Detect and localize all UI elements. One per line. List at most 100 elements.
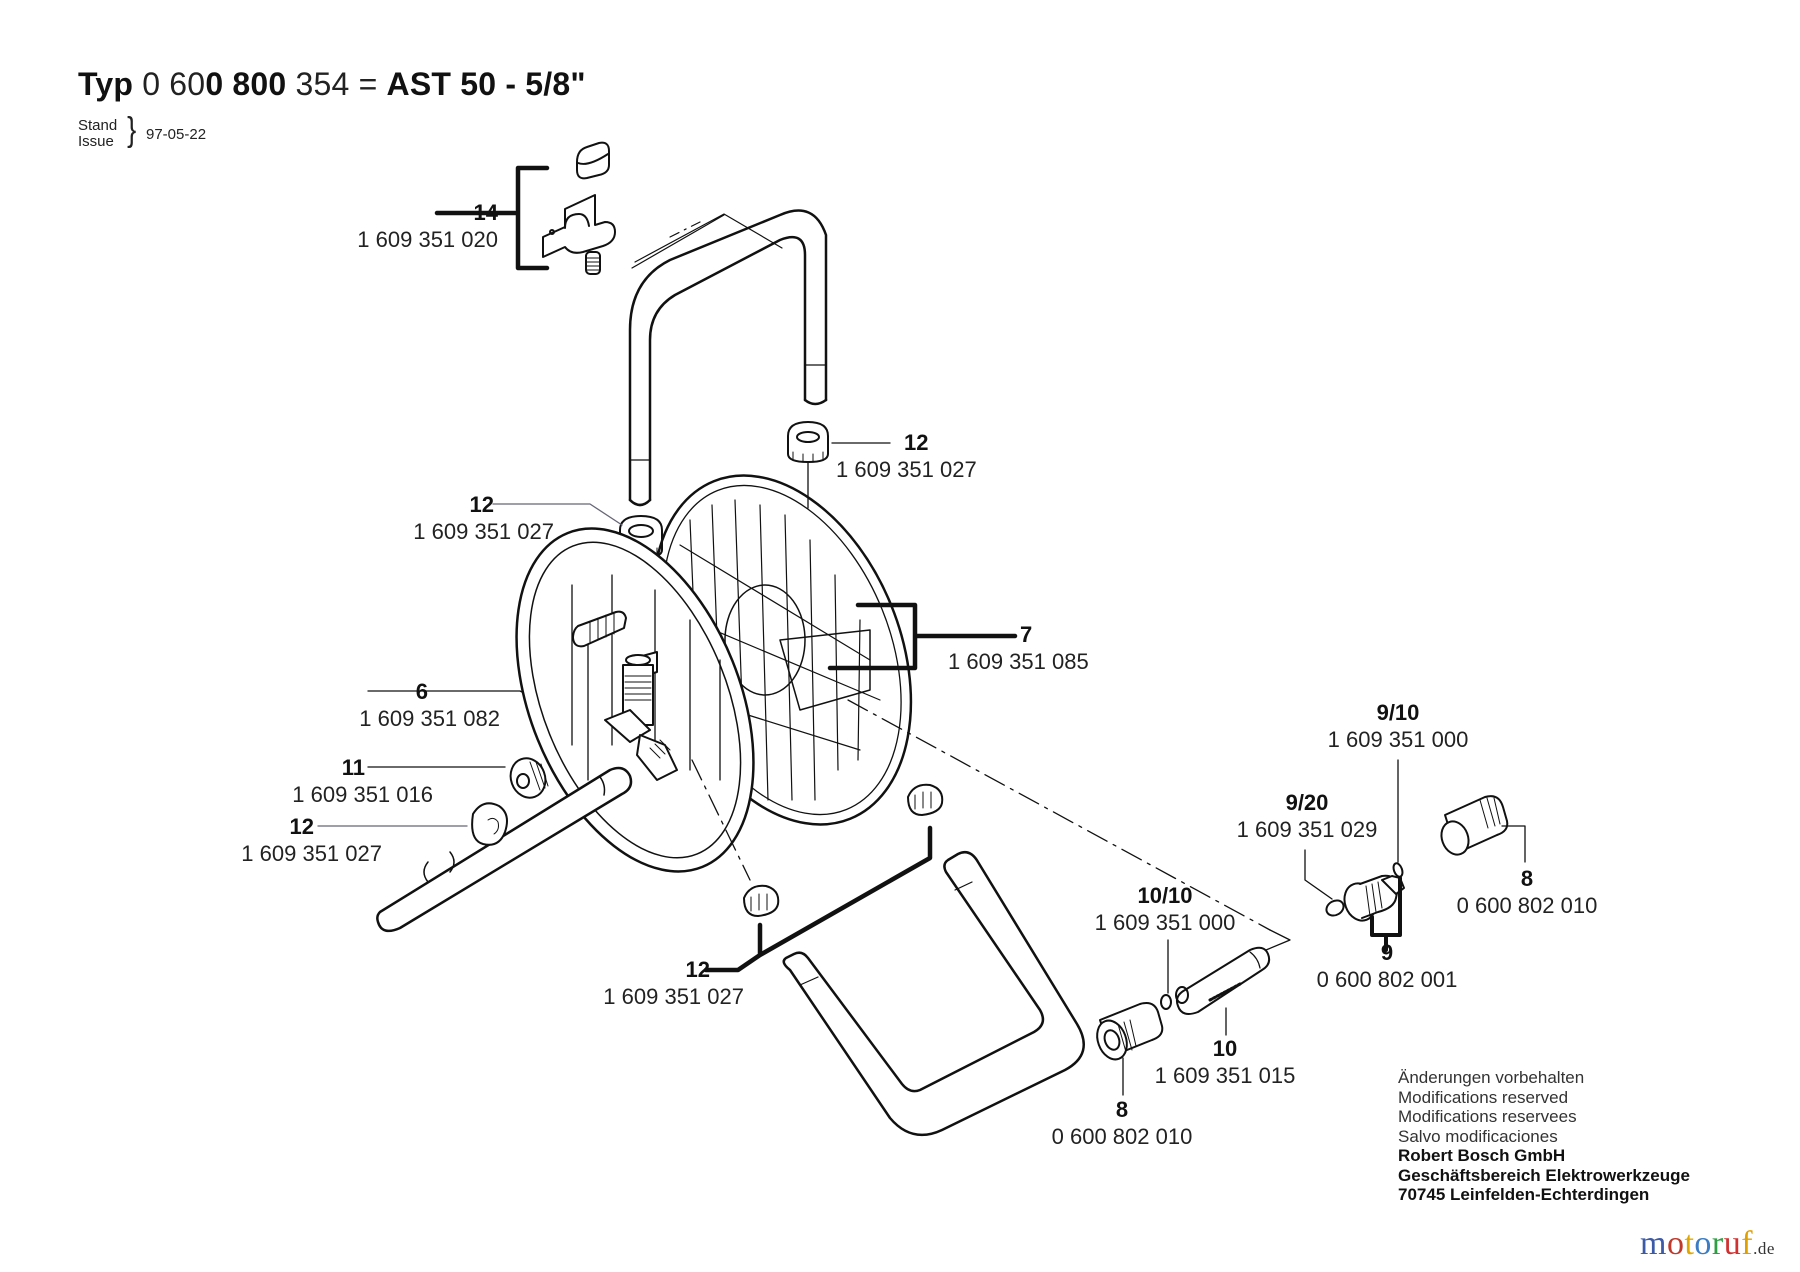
- model-name: AST 50 - 5/8": [386, 66, 586, 102]
- part-number-suffix: 354 =: [295, 66, 378, 102]
- part-number-index: 12: [469, 492, 494, 517]
- part-number-core: 0 800: [205, 66, 287, 102]
- part-number-index: 10/10: [1137, 883, 1193, 908]
- part-order-number: 1 609 351 015: [1154, 1063, 1296, 1088]
- part-number-index: 12: [904, 430, 929, 455]
- part-number-index: 12: [685, 957, 710, 982]
- part-number-index: 8: [1520, 866, 1534, 891]
- stand-issue-labels: Stand Issue: [78, 118, 117, 150]
- part-order-number: 1 609 351 020: [357, 227, 498, 252]
- part-order-number: 0 600 802 010: [1051, 1124, 1193, 1149]
- part-order-number: 1 609 351 029: [1236, 817, 1378, 842]
- o-ring-10: [1175, 986, 1189, 1004]
- part-order-number: 1 609 351 027: [413, 519, 554, 544]
- connector-10: [1175, 946, 1271, 1015]
- callout-part-11: 11 1 609 351 016: [292, 755, 433, 809]
- part-number-index: 14: [473, 200, 498, 225]
- logo-letter: o: [1694, 1225, 1712, 1262]
- clip-cap-icon: [576, 141, 610, 180]
- part-number-index: 11: [341, 755, 365, 780]
- logo-letter: f: [1741, 1225, 1754, 1262]
- axis-line-end: [1265, 929, 1291, 951]
- leader-8-upper: [1501, 825, 1526, 863]
- issue-date: 97-05-22: [146, 126, 207, 143]
- leader-lines: [317, 442, 891, 827]
- hose-pipe: [376, 766, 633, 933]
- note-spanish: Salvo modificaciones: [1398, 1126, 1558, 1146]
- part-number-index: 9/20: [1285, 790, 1329, 815]
- part-order-number: 1 609 351 000: [1327, 727, 1469, 752]
- quick-coupling-8-upper: [1440, 795, 1509, 856]
- callout-part-12-bottom: 12 1 609 351 027: [603, 957, 744, 1011]
- part-order-number: 1 609 351 082: [359, 706, 500, 731]
- hose-coupling-valve-icon: [604, 651, 678, 781]
- screw-icon: [585, 251, 601, 275]
- part-order-number: 1 609 351 000: [1094, 910, 1236, 935]
- leader-12b: [492, 503, 623, 526]
- callout-part-6: 6 1 609 351 082: [359, 679, 500, 733]
- issue-label: Issue: [78, 133, 114, 150]
- callout-part-9-10: 9/10 1 609 351 000: [1313, 700, 1483, 754]
- leader-9-20: [1304, 849, 1333, 900]
- callout-part-10-10: 10/10 1 609 351 000: [1080, 883, 1250, 937]
- leader-bracket-14: [434, 165, 550, 271]
- part-order-number: 1 609 351 027: [603, 984, 744, 1009]
- mount-clip-icon: [542, 194, 616, 258]
- callout-part-14: 14 1 609 351 020: [357, 200, 498, 254]
- callout-part-10: 10 1 609 351 015: [1140, 1036, 1310, 1090]
- nut-12-top-right: [787, 421, 829, 463]
- part-order-number: 1 609 351 027: [241, 841, 382, 866]
- leader-bracket-7: [827, 602, 1018, 671]
- callout-part-12-top-left: 12 1 609 351 027: [413, 492, 554, 546]
- callout-part-12-hose: 12 1 609 351 027: [241, 814, 382, 868]
- logo-letter: o: [1666, 1225, 1685, 1262]
- quick-coupling-8-lower: [1096, 1002, 1164, 1061]
- company-name: Robert Bosch GmbH: [1398, 1146, 1566, 1165]
- part-number-index: 10: [1212, 1036, 1238, 1061]
- part-order-number: 0 600 802 010: [1456, 893, 1598, 918]
- logo-letter: u: [1723, 1225, 1742, 1262]
- callout-part-7: 7 1 609 351 085: [948, 622, 1089, 676]
- callout-part-8-lower: 8 0 600 802 010: [1037, 1097, 1207, 1151]
- part-number-index: 8: [1115, 1097, 1129, 1122]
- note-german: Änderungen vorbehalten: [1398, 1068, 1585, 1087]
- diagram-title: Typ 0 600 800 354 = AST 50 - 5/8": [78, 66, 586, 103]
- modification-notes: Änderungen vorbehalten Modifications res…: [1398, 1068, 1690, 1205]
- logo-letter: r: [1711, 1225, 1724, 1262]
- logo-letters: motoruf: [1640, 1225, 1753, 1262]
- part-order-number: 1 609 351 027: [836, 457, 977, 482]
- part-order-number: 1 609 351 085: [948, 649, 1089, 674]
- reel-front-disc: [515, 527, 755, 873]
- top-handle: [628, 209, 828, 507]
- callout-part-8-upper: 8 0 600 802 010: [1442, 866, 1612, 920]
- leader-bracket-12d: [703, 825, 933, 973]
- note-french: Modifications reservees: [1398, 1107, 1577, 1126]
- callout-part-9: 9 0 600 802 001: [1302, 940, 1472, 994]
- logo-letter: m: [1640, 1225, 1667, 1262]
- tap-connector-9: [1343, 874, 1405, 922]
- part-order-number: 1 609 351 016: [292, 782, 433, 807]
- lower-stand: [782, 851, 1085, 1137]
- nut-12-bottom-left: [743, 884, 780, 917]
- stand-label: Stand: [78, 117, 118, 134]
- part-number-index: 7: [1020, 622, 1033, 647]
- brace-icon: }: [127, 111, 137, 149]
- part-number-index: 9: [1380, 940, 1394, 965]
- motoruf-watermark-logo: motoruf.de: [1640, 1225, 1775, 1263]
- axis-line: [691, 699, 1271, 931]
- note-english: Modifications reserved: [1398, 1087, 1569, 1107]
- knurled-nut-11: [509, 757, 549, 799]
- crank-handle-icon: [572, 610, 627, 648]
- part-14-bracket-group: [434, 141, 616, 275]
- part-number-index: 6: [415, 679, 428, 704]
- leader-bracket-9: [1370, 876, 1402, 952]
- callout-part-9-20: 9/20 1 609 351 029: [1222, 790, 1392, 844]
- part-number-index: 9/10: [1376, 700, 1420, 725]
- part-number-prefix: 0 60: [142, 66, 206, 102]
- nut-12-hose: [471, 802, 508, 846]
- o-ring-10-10: [1160, 994, 1172, 1010]
- callout-part-12-top-right: 12 1 609 351 027: [836, 430, 977, 484]
- part-order-number: 0 600 802 001: [1316, 967, 1458, 992]
- logo-suffix: .de: [1753, 1239, 1775, 1258]
